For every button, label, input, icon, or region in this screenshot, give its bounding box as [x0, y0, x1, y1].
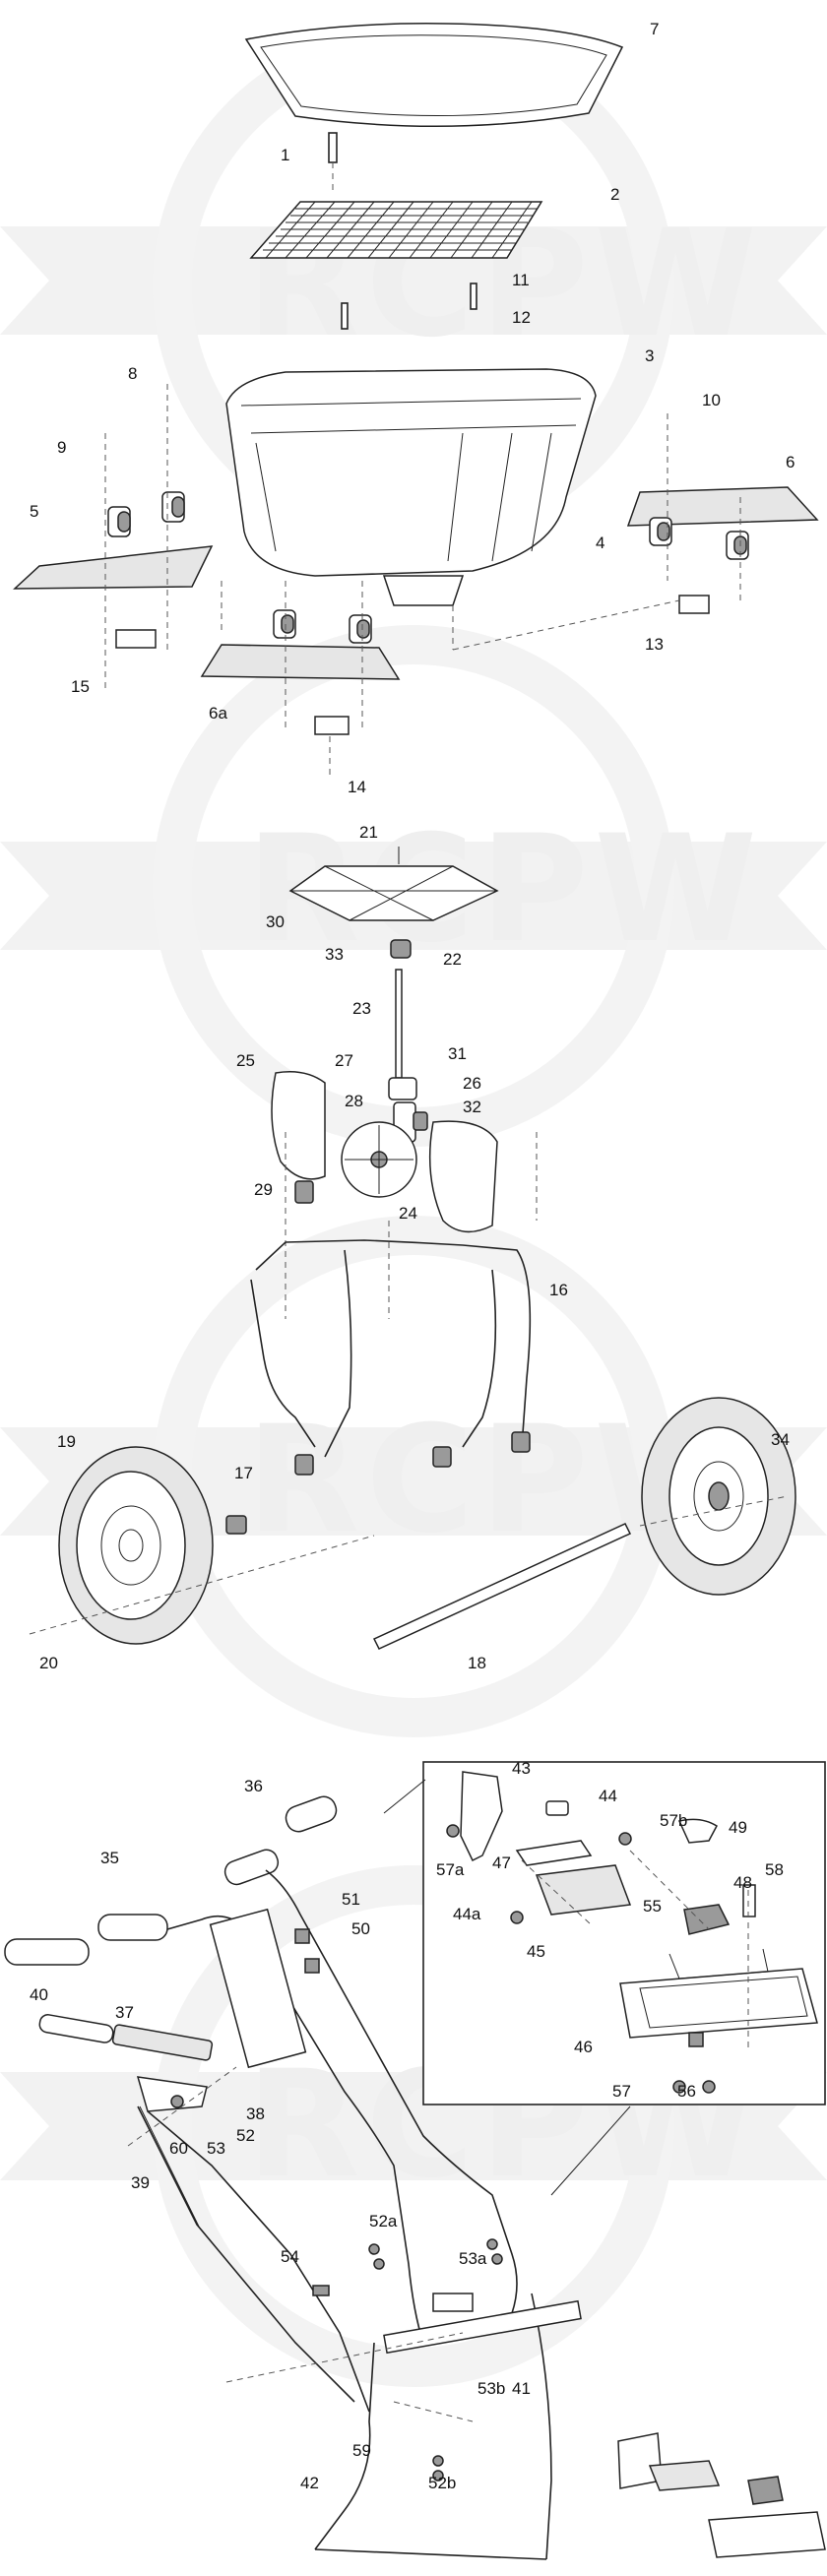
part-label-60: 60	[169, 2139, 188, 2158]
watermark-gear-4	[153, 1865, 674, 2387]
gearbox	[271, 1071, 538, 1319]
part-label-5: 5	[30, 502, 38, 521]
part-label-55: 55	[643, 1897, 662, 1916]
hopper-grate	[249, 201, 543, 259]
inset-leader-bottom	[550, 2105, 631, 2196]
part-label-35: 35	[100, 1849, 119, 1867]
part-label-52b: 52b	[428, 2474, 456, 2492]
part-label-47: 47	[492, 1853, 511, 1872]
part-label-30: 30	[266, 912, 285, 931]
part-label-52a: 52a	[369, 2212, 398, 2230]
control-rod	[137, 2105, 355, 2403]
part-label-2: 2	[610, 185, 619, 204]
part-label-15: 15	[71, 677, 90, 696]
part-label-27: 27	[335, 1051, 353, 1070]
part-label-50: 50	[351, 1919, 370, 1938]
part-label-52: 52	[236, 2126, 255, 2145]
part-label-24: 24	[399, 1204, 417, 1223]
part-label-56: 56	[677, 2082, 696, 2101]
part-label-53: 53	[207, 2139, 225, 2158]
part-label-49: 49	[729, 1818, 747, 1837]
part-label-3: 3	[645, 346, 654, 365]
part-label-45: 45	[527, 1942, 545, 1961]
part-label-32: 32	[463, 1098, 481, 1116]
upper-frame	[225, 1239, 532, 1535]
part-label-54: 54	[281, 2247, 299, 2266]
left-wheel	[29, 1446, 375, 1645]
handle-hardware	[225, 1928, 503, 2482]
part-label-7: 7	[650, 20, 659, 38]
center-shelf	[200, 581, 680, 778]
part-label-48: 48	[733, 1873, 752, 1892]
part-label-44: 44	[599, 1787, 617, 1805]
part-label-53a: 53a	[459, 2249, 487, 2268]
part-label-16: 16	[549, 1281, 568, 1299]
inset-leader-top	[383, 1779, 426, 1814]
part-label-8: 8	[128, 364, 137, 383]
axle	[372, 1523, 632, 1650]
spreader-cover	[288, 847, 499, 921]
part-label-25: 25	[236, 1051, 255, 1070]
control-lever	[38, 2014, 370, 2413]
part-label-57b: 57b	[660, 1811, 687, 1830]
part-label-28: 28	[345, 1092, 363, 1110]
hopper-body	[225, 368, 597, 606]
part-label-23: 23	[352, 999, 371, 1018]
part-label-14: 14	[348, 778, 366, 796]
part-label-13: 13	[645, 635, 664, 654]
handle-grips	[4, 1795, 338, 1966]
part-label-33: 33	[325, 945, 344, 964]
part-label-9: 9	[57, 438, 66, 457]
part-label-57a: 57a	[436, 1860, 465, 1879]
part-label-36: 36	[244, 1777, 263, 1795]
part-label-42: 42	[300, 2474, 319, 2492]
grate-bolts	[328, 132, 477, 330]
handle-frame	[166, 1869, 582, 2560]
part-label-38: 38	[246, 2105, 265, 2123]
part-label-39: 39	[131, 2173, 150, 2192]
part-label-17: 17	[234, 1464, 253, 1482]
watermark-band-1	[0, 226, 827, 335]
part-label-41: 41	[512, 2379, 531, 2398]
agitator-shaft	[390, 939, 412, 1079]
bottom-mini-assembly	[617, 2432, 826, 2558]
part-label-31: 31	[448, 1044, 467, 1063]
part-label-29: 29	[254, 1180, 273, 1199]
part-label-10: 10	[702, 391, 721, 409]
part-label-40: 40	[30, 1985, 48, 2004]
part-label-37: 37	[115, 2003, 134, 2022]
part-label-1: 1	[281, 146, 289, 164]
part-label-6: 6	[786, 453, 795, 471]
part-label-4: 4	[596, 534, 604, 552]
left-shelf	[13, 384, 214, 689]
part-label-19: 19	[57, 1432, 76, 1451]
part-label-34: 34	[771, 1430, 790, 1449]
part-label-43: 43	[512, 1759, 531, 1778]
part-label-12: 12	[512, 308, 531, 327]
part-label-20: 20	[39, 1654, 58, 1672]
part-label-58: 58	[765, 1860, 784, 1879]
watermark-layer: RCPW RCPW RCPW RCPW	[0, 25, 827, 2387]
part-label-11: 11	[512, 271, 530, 289]
detail-inset	[422, 1761, 826, 2105]
part-label-21: 21	[359, 823, 378, 842]
right-shelf	[626, 413, 819, 614]
part-label-59: 59	[352, 2441, 371, 2460]
part-label-6a: 6a	[209, 704, 227, 723]
part-label-22: 22	[443, 950, 462, 969]
part-label-57: 57	[612, 2082, 631, 2101]
part-label-18: 18	[468, 1654, 486, 1672]
part-label-46: 46	[574, 2038, 593, 2056]
part-label-51: 51	[342, 1890, 360, 1909]
part-label-53b: 53b	[477, 2379, 505, 2398]
part-label-44a: 44a	[453, 1905, 481, 1923]
part-label-26: 26	[463, 1074, 481, 1093]
right-wheel	[639, 1397, 796, 1596]
hopper-lid	[244, 23, 624, 128]
